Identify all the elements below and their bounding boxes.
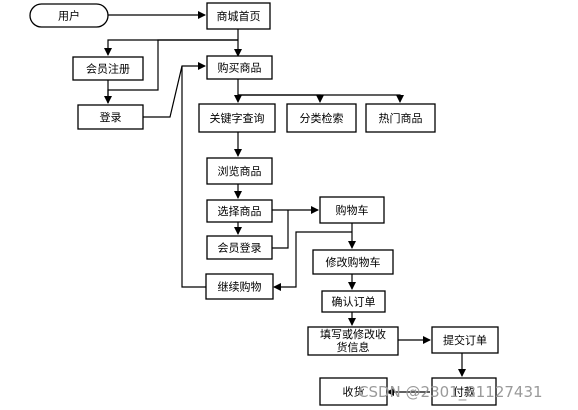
node-receive-goods-label: 收货 bbox=[343, 385, 365, 399]
node-shopping-cart-label: 购物车 bbox=[336, 203, 369, 217]
node-select-goods: 选择商品 bbox=[206, 199, 273, 223]
node-submit-order: 提交订单 bbox=[431, 326, 499, 354]
node-member-register-label: 会员注册 bbox=[86, 62, 130, 76]
node-modify-cart: 修改购物车 bbox=[312, 249, 394, 275]
node-modify-cart-label: 修改购物车 bbox=[326, 255, 381, 269]
node-category-search: 分类检索 bbox=[286, 103, 357, 133]
node-mall-home-label: 商城首页 bbox=[217, 9, 261, 23]
node-user-label: 用户 bbox=[58, 9, 80, 23]
node-fill-info-label-line2: 货信息 bbox=[337, 340, 370, 354]
flow-edges bbox=[104, 11, 466, 396]
node-hot-goods-label: 热门商品 bbox=[379, 111, 423, 125]
node-receive-goods: 收货 bbox=[319, 377, 388, 406]
node-member-login-label: 会员登录 bbox=[218, 241, 262, 255]
node-shopping-cart: 购物车 bbox=[319, 196, 385, 224]
node-keyword-search-label: 关键字查询 bbox=[210, 111, 265, 125]
node-payment-label: 付款 bbox=[453, 385, 475, 399]
node-member-login: 会员登录 bbox=[206, 235, 273, 260]
edge-login-to-buy bbox=[143, 62, 206, 118]
edge-buy-to-category bbox=[238, 94, 324, 103]
node-keyword-search: 关键字查询 bbox=[198, 103, 276, 133]
node-hot-goods: 热门商品 bbox=[365, 103, 436, 133]
node-continue-shopping-label: 继续购物 bbox=[218, 280, 262, 294]
node-mall-home: 商城首页 bbox=[206, 2, 271, 30]
node-browse-goods-label: 浏览商品 bbox=[218, 164, 262, 178]
csdn-watermark: CSDN @2301_81127431 bbox=[358, 383, 543, 402]
node-browse-goods: 浏览商品 bbox=[206, 157, 273, 185]
node-confirm-order-label: 确认订单 bbox=[332, 296, 376, 309]
edge-home-to-register bbox=[104, 39, 238, 56]
node-payment: 付款 bbox=[431, 377, 497, 406]
edge-continue-to-buy bbox=[181, 66, 206, 288]
node-member-register: 会员注册 bbox=[72, 56, 144, 81]
node-buy-goods: 购买商品 bbox=[206, 55, 273, 80]
node-select-goods-label: 选择商品 bbox=[218, 204, 262, 218]
node-login-label: 登录 bbox=[100, 110, 122, 124]
node-fill-info-label-line1: 填写或修改收 bbox=[320, 327, 386, 341]
node-continue-shopping: 继续购物 bbox=[205, 273, 274, 300]
flow-nodes: 用户 商城首页 会员注册 登录 购买商品 关键字查询 分类检索 bbox=[29, 2, 499, 406]
node-user: 用户 bbox=[29, 3, 109, 28]
node-fill-info: 填写或修改收 货信息 bbox=[307, 326, 399, 356]
edge-buy-to-hot bbox=[238, 94, 404, 103]
node-category-search-label: 分类检索 bbox=[300, 111, 344, 125]
node-buy-goods-label: 购买商品 bbox=[218, 61, 262, 75]
node-confirm-order: 确认订单 bbox=[321, 290, 386, 313]
edge-member-login-to-cart bbox=[272, 210, 289, 249]
node-login: 登录 bbox=[77, 104, 144, 130]
node-submit-order-label: 提交订单 bbox=[443, 333, 487, 347]
edge-cart-to-continue bbox=[273, 231, 352, 291]
